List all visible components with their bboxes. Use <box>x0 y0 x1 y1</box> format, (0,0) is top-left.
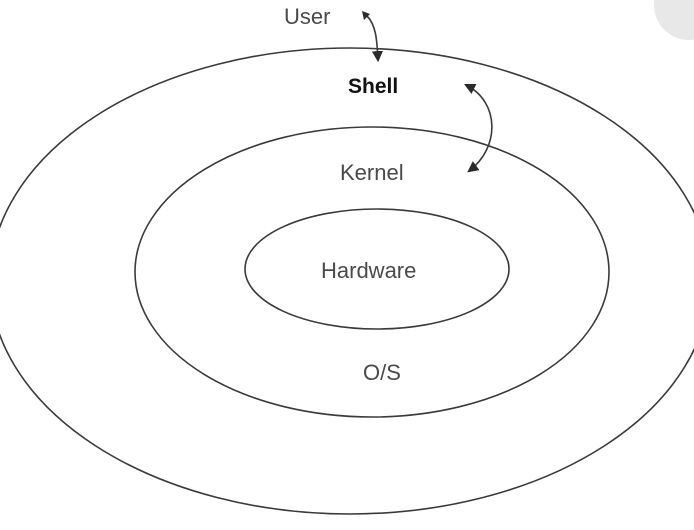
os-label: O/S <box>363 360 401 385</box>
kernel-label: Kernel <box>340 160 404 185</box>
hardware-label: Hardware <box>321 258 417 283</box>
user-to-shell-arrow-icon <box>362 11 384 63</box>
shell-label: Shell <box>348 75 399 98</box>
user-label: User <box>284 4 331 29</box>
kernel-layer-ellipse <box>134 126 610 418</box>
hardware-layer-ellipse <box>244 208 510 330</box>
shell-kernel-double-arrow-icon <box>463 83 493 173</box>
shell-layer-ellipse <box>0 47 694 515</box>
